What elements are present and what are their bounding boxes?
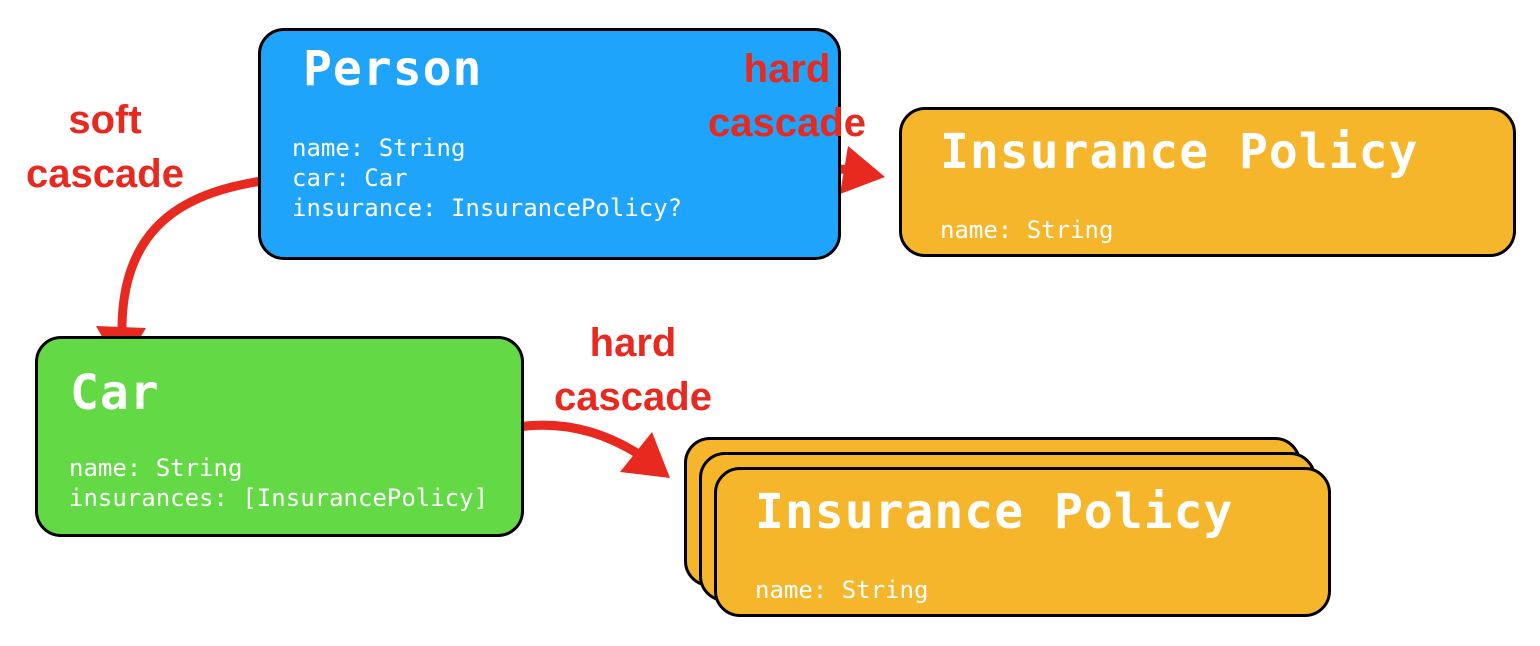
person-title: Person bbox=[303, 41, 483, 97]
hard-cascade-arrowhead-top bbox=[840, 146, 885, 194]
hard-cascade-label-top: hard cascade bbox=[690, 42, 884, 150]
soft-cascade-label-line-2: cascade bbox=[26, 152, 184, 196]
car-field-name: name: String bbox=[69, 454, 243, 482]
hard-cascade-label-bottom-line-2: cascade bbox=[554, 375, 712, 419]
insurance-policy-stack-front-box: Insurance Policy name: String bbox=[714, 467, 1331, 617]
hard-cascade-label-top-line-2: cascade bbox=[708, 101, 866, 145]
person-entity-box: Person name: String car: Car insurance: … bbox=[258, 28, 841, 260]
insurance-policy-stack-title: Insurance Policy bbox=[755, 484, 1234, 540]
insurance-policy-stack-fields: name: String bbox=[755, 575, 928, 605]
car-field-insurances: insurances: [InsurancePolicy] bbox=[69, 484, 489, 512]
insurance-policy-title: Insurance Policy bbox=[940, 124, 1419, 180]
car-fields: name: String insurances: [InsurancePolic… bbox=[69, 453, 488, 513]
hard-cascade-label-bottom: hard cascade bbox=[536, 316, 730, 424]
insurance-policy-stack-field-name: name: String bbox=[755, 576, 929, 604]
soft-cascade-arrow-shaft bbox=[117, 174, 281, 340]
person-fields: name: String car: Car insurance: Insuran… bbox=[292, 133, 682, 223]
person-field-car: car: Car bbox=[292, 164, 408, 192]
hard-cascade-label-bottom-line-1: hard bbox=[589, 321, 677, 365]
hard-cascade-arrowhead-bottom bbox=[620, 432, 670, 478]
hard-cascade-label-top-line-1: hard bbox=[743, 47, 831, 91]
car-title: Car bbox=[70, 365, 160, 421]
soft-cascade-label-line-1: soft bbox=[68, 98, 142, 142]
soft-cascade-label: soft cascade bbox=[8, 93, 202, 201]
person-field-name: name: String bbox=[292, 134, 466, 162]
insurance-policy-entity-box: Insurance Policy name: String bbox=[899, 107, 1516, 257]
person-field-insurance: insurance: InsurancePolicy? bbox=[292, 194, 683, 222]
insurance-policy-fields: name: String bbox=[940, 215, 1113, 245]
insurance-policy-field-name: name: String bbox=[940, 216, 1114, 244]
car-entity-box: Car name: String insurances: [InsuranceP… bbox=[35, 336, 524, 537]
